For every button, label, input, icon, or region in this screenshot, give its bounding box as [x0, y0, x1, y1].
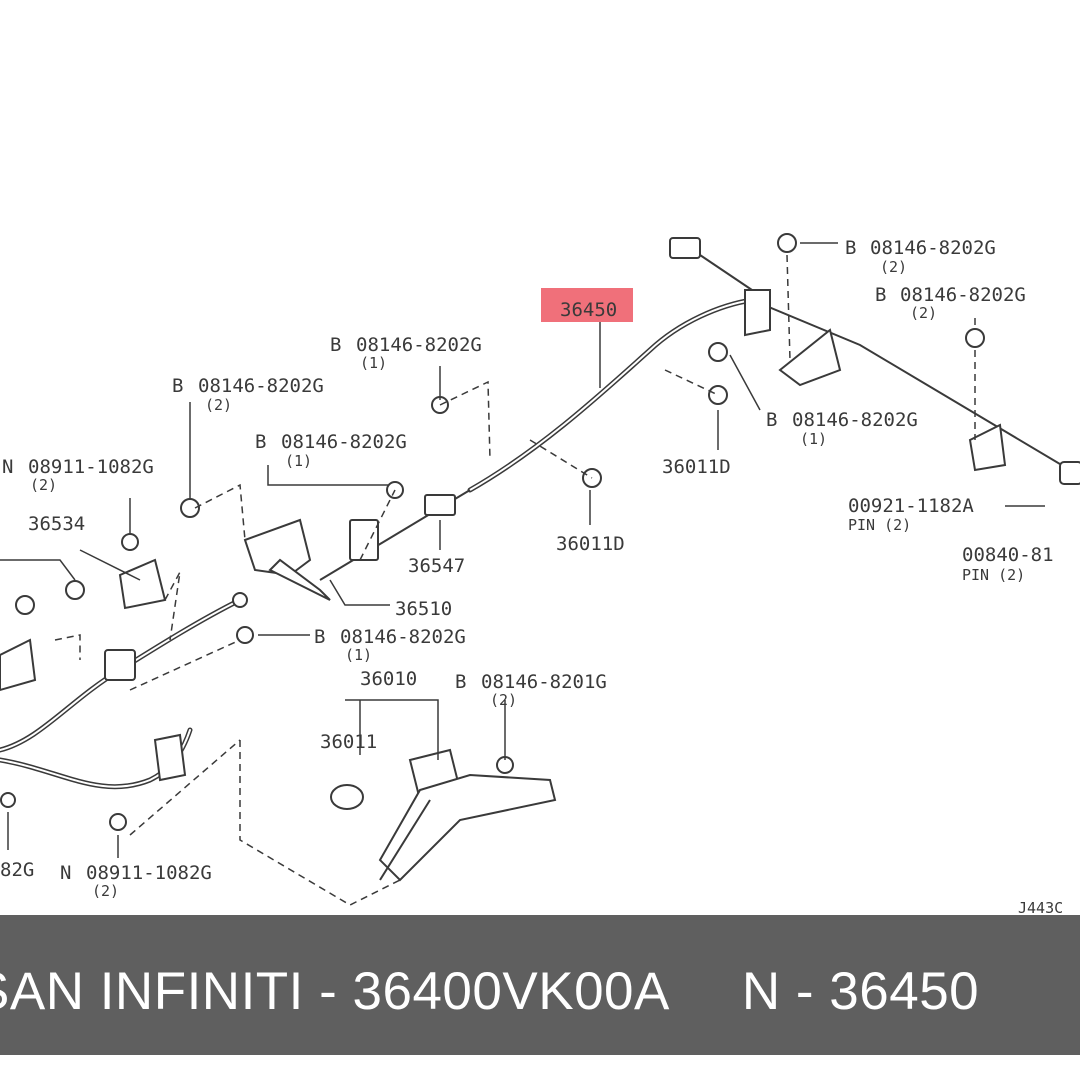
- svg-text:(2): (2): [92, 882, 119, 900]
- part-36510[interactable]: 36510: [395, 598, 452, 620]
- leader-lines: [0, 242, 1045, 858]
- pedal-assembly: [330, 748, 557, 882]
- front-cable: [467, 297, 755, 493]
- svg-text:(1): (1): [345, 646, 372, 664]
- pin-1: 00921-1182A PIN (2): [848, 495, 974, 534]
- callout-9: B 08146-8201G (2): [455, 671, 607, 709]
- parts-diagram: 36450 B 08146-8202G (2) B 08146-8202G (2…: [0, 233, 1080, 915]
- callout-3: B 08146-8202G (1): [330, 334, 482, 372]
- svg-text:08146-8202G: 08146-8202G: [198, 375, 324, 397]
- callout-5: B 08146-8202G (1): [766, 409, 918, 448]
- svg-text:B: B: [172, 375, 183, 397]
- callout-1: B 08146-8202G (2): [845, 237, 996, 276]
- footer-part-number: N - 36450: [741, 962, 980, 1021]
- part-36534[interactable]: 36534: [28, 513, 85, 535]
- lower-cable: [0, 592, 248, 790]
- pin-2: 00840-81 PIN (2): [962, 544, 1054, 584]
- svg-text:(1): (1): [285, 452, 312, 470]
- partial-left-label: 82G: [0, 859, 34, 881]
- callout-6: B 08146-8202G (1): [255, 431, 407, 470]
- callout-10: N 08911-1082G (2): [60, 862, 212, 900]
- svg-text:08146-8201G: 08146-8201G: [481, 671, 607, 693]
- svg-text:B: B: [330, 334, 341, 356]
- dashed-links: [54, 254, 976, 906]
- reference-code: J443C: [1018, 899, 1063, 915]
- part-36010[interactable]: 36010: [360, 668, 417, 690]
- callout-7: N 08911-1082G (2): [2, 456, 154, 494]
- svg-text:00921-1182A: 00921-1182A: [848, 495, 974, 517]
- part-36011d-b[interactable]: 36011D: [556, 533, 625, 555]
- svg-text:08911-1082G: 08911-1082G: [28, 456, 154, 478]
- svg-text:(2): (2): [910, 304, 937, 322]
- highlight-label[interactable]: 36450: [560, 299, 617, 321]
- svg-text:B: B: [455, 671, 466, 693]
- svg-text:B: B: [875, 284, 886, 306]
- callout-8: B 08146-8202G (1): [314, 626, 466, 664]
- svg-text:(2): (2): [880, 258, 907, 276]
- svg-text:PIN (2): PIN (2): [962, 566, 1025, 584]
- svg-text:N: N: [60, 862, 71, 884]
- footer-bar: SAN INFINITI - 36400VK00A N - 36450: [0, 915, 1080, 1055]
- svg-text:B: B: [845, 237, 856, 259]
- svg-text:PIN (2): PIN (2): [848, 516, 911, 534]
- left-brackets: [0, 533, 254, 831]
- callout-2: B 08146-8202G (2): [875, 284, 1026, 322]
- footer-brand-part: SAN INFINITI - 36400VK00A: [0, 962, 670, 1021]
- svg-text:08146-8202G: 08146-8202G: [281, 431, 407, 453]
- svg-text:08911-1082G: 08911-1082G: [86, 862, 212, 884]
- svg-text:B: B: [314, 626, 325, 648]
- rear-cable: [669, 237, 1080, 485]
- svg-text:08146-8202G: 08146-8202G: [870, 237, 996, 259]
- footer-caption: SAN INFINITI - 36400VK00A N - 36450: [0, 961, 979, 1022]
- svg-text:(2): (2): [490, 691, 517, 709]
- svg-text:(2): (2): [205, 396, 232, 414]
- svg-text:(1): (1): [360, 354, 387, 372]
- svg-text:N: N: [2, 456, 13, 478]
- svg-text:08146-8202G: 08146-8202G: [900, 284, 1026, 306]
- svg-text:00840-81: 00840-81: [962, 544, 1054, 566]
- part-36011d-a[interactable]: 36011D: [662, 456, 731, 478]
- svg-text:B: B: [255, 431, 266, 453]
- svg-text:(2): (2): [30, 476, 57, 494]
- part-36011[interactable]: 36011: [320, 731, 377, 753]
- svg-text:08146-8202G: 08146-8202G: [340, 626, 466, 648]
- svg-text:B: B: [766, 409, 777, 431]
- svg-text:08146-8202G: 08146-8202G: [792, 409, 918, 431]
- part-36547[interactable]: 36547: [408, 555, 465, 577]
- right-brackets: [582, 233, 1007, 488]
- svg-text:(1): (1): [800, 430, 827, 448]
- callout-4: B 08146-8202G (2): [172, 375, 324, 414]
- svg-text:08146-8202G: 08146-8202G: [356, 334, 482, 356]
- highlight-box: [541, 288, 633, 322]
